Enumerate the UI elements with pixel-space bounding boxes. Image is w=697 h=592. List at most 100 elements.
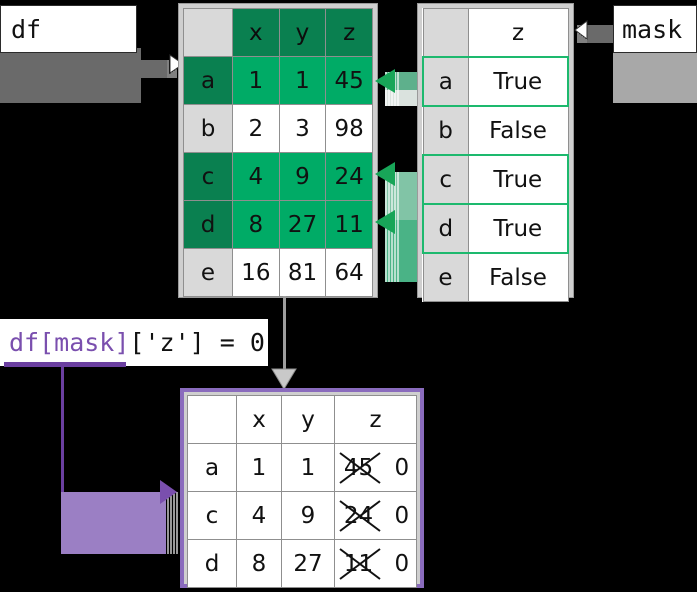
strikethrough-x-icon: [339, 451, 381, 484]
df-to-table-connector: [137, 54, 184, 78]
result-header-row: x y z: [187, 395, 417, 444]
mask-row-index: a: [422, 56, 469, 107]
df-label-shadow: [0, 48, 141, 103]
result-cell-x: 4: [236, 491, 282, 540]
df-cell-y: 1: [278, 56, 327, 105]
result-col-x: x: [236, 395, 282, 444]
result-row-index: d: [187, 539, 237, 588]
result-row-a: a 1 1 45 0: [187, 443, 417, 492]
result-table: x y z a 1 1 45 0 c 4 9: [187, 395, 417, 588]
df-cell-x: 1: [232, 56, 280, 105]
df-to-result-line-vertical: [283, 296, 286, 374]
df-row-index: c: [183, 152, 233, 201]
mask-col-z: z: [467, 8, 569, 58]
mask-cell-value: True: [467, 203, 569, 254]
df-row-b: b 2 3 98: [183, 104, 373, 153]
result-cell-x: 8: [236, 539, 282, 588]
mask-table-container: z a True b False c True d True e False: [417, 3, 574, 302]
mask-variable-label: mask: [613, 5, 697, 103]
df-label-text: df: [0, 5, 137, 53]
df-row-e: e 16 81 64: [183, 248, 373, 297]
result-row-index: a: [187, 443, 237, 492]
mask-header-row: z: [422, 8, 569, 58]
mask-to-table-connector: [574, 20, 619, 43]
purple-arrow-head: [160, 480, 178, 554]
df-cell-x: 4: [232, 152, 280, 201]
df-cell-y: 27: [278, 200, 327, 249]
result-col-y: y: [281, 395, 335, 444]
mask-cell-value: True: [467, 56, 569, 107]
df-row-index: d: [183, 200, 233, 249]
struck-old-value: 45: [339, 451, 381, 484]
df-cell-z: 11: [325, 200, 373, 249]
result-table-container: x y z a 1 1 45 0 c 4 9: [180, 388, 424, 588]
mask-cell-value: True: [467, 154, 569, 205]
mask-cell-value: False: [467, 105, 569, 156]
df-col-z: z: [325, 8, 373, 57]
new-value-text: 0: [394, 550, 410, 577]
df-cell-z: 45: [325, 56, 373, 105]
df-row-index: e: [183, 248, 233, 297]
df-row-c: c 4 9 24: [183, 152, 373, 201]
df-row-d: d 8 27 11: [183, 200, 373, 249]
mask-cell-value: False: [467, 252, 569, 302]
result-row-d: d 8 27 11 0: [187, 539, 417, 588]
strikethrough-x-icon: [339, 499, 381, 532]
mask-row-index: b: [422, 105, 469, 156]
df-cell-x: 8: [232, 200, 280, 249]
df-cell-x: 16: [232, 248, 280, 297]
mask-corner-cell: [422, 8, 469, 58]
strikethrough-x-icon: [339, 547, 381, 580]
result-cell-z: 24 0: [334, 491, 417, 540]
df-row-index: a: [183, 56, 233, 105]
mask-row-a: a True: [422, 56, 569, 107]
mask-row-b: b False: [422, 105, 569, 156]
result-row-index: c: [187, 491, 237, 540]
df-variable-label: df: [0, 5, 141, 103]
result-cell-z: 45 0: [334, 443, 417, 492]
df-col-y: y: [278, 8, 327, 57]
result-col-z: z: [334, 395, 417, 444]
code-expression-box: df[mask]['z'] = 0: [0, 319, 268, 366]
df-row-a: a 1 1 45: [183, 56, 373, 105]
mask-row-index: c: [422, 154, 469, 205]
df-header-row: x y z: [183, 8, 373, 57]
df-table-container: x y z a 1 1 45 b 2 3 98 c 4 9 24 d 8 27 …: [178, 3, 378, 298]
code-underline: [4, 362, 126, 367]
mask-row-c: c True: [422, 154, 569, 205]
df-col-x: x: [232, 8, 280, 57]
df-cell-z: 64: [325, 248, 373, 297]
new-value-text: 0: [394, 502, 410, 529]
code-rest-part: ['z'] = 0: [129, 328, 265, 357]
mask-row-e: e False: [422, 252, 569, 302]
mask-row-index: e: [422, 252, 469, 302]
struck-old-value: 24: [339, 499, 381, 532]
df-corner-cell: [183, 8, 233, 57]
df-row-index: b: [183, 104, 233, 153]
code-highlight-part: df[mask]: [9, 328, 130, 357]
mask-table: z a True b False c True d True e False: [422, 8, 569, 302]
df-table: x y z a 1 1 45 b 2 3 98 c 4 9 24 d 8 27 …: [183, 8, 373, 297]
struck-old-value: 11: [339, 547, 381, 580]
result-cell-y: 9: [281, 491, 335, 540]
purple-arrow-block: [61, 492, 166, 554]
result-cell-y: 27: [281, 539, 335, 588]
purple-vertical-line: [61, 366, 64, 494]
mask-row-d: d True: [422, 203, 569, 254]
df-cell-y: 9: [278, 152, 327, 201]
new-value-text: 0: [394, 454, 410, 481]
result-cell-x: 1: [236, 443, 282, 492]
df-cell-y: 3: [278, 104, 327, 153]
result-cell-z: 11 0: [334, 539, 417, 588]
mask-selection-connectors: [375, 69, 423, 282]
mask-row-index: d: [422, 203, 469, 254]
df-to-result-arrow-head: [271, 368, 297, 390]
result-cell-y: 1: [281, 443, 335, 492]
mask-label-shadow: [613, 48, 697, 103]
df-cell-z: 98: [325, 104, 373, 153]
df-cell-y: 81: [278, 248, 327, 297]
result-corner-cell: [187, 395, 237, 444]
mask-label-text: mask: [613, 5, 697, 53]
result-row-c: c 4 9 24 0: [187, 491, 417, 540]
df-cell-z: 24: [325, 152, 373, 201]
